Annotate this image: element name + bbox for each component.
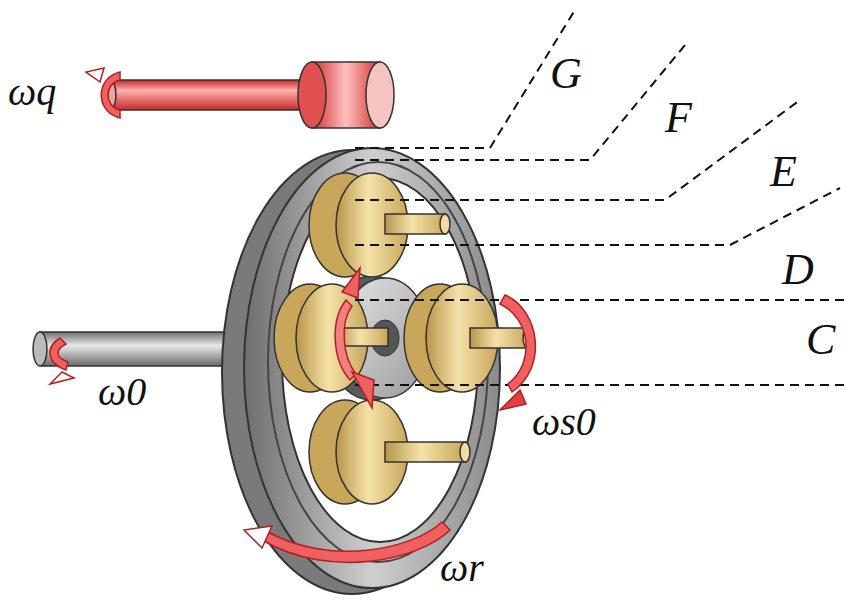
- omega-label: ωr: [440, 548, 484, 588]
- line-label: F: [665, 96, 692, 140]
- line-label: G: [550, 52, 582, 96]
- omega-label: ωs0: [532, 402, 596, 442]
- line-label: E: [770, 150, 797, 194]
- line-label: D: [782, 248, 814, 292]
- omega-label: ω0: [98, 372, 146, 412]
- line-label: C: [806, 318, 835, 362]
- omega-label: ωq: [8, 72, 56, 112]
